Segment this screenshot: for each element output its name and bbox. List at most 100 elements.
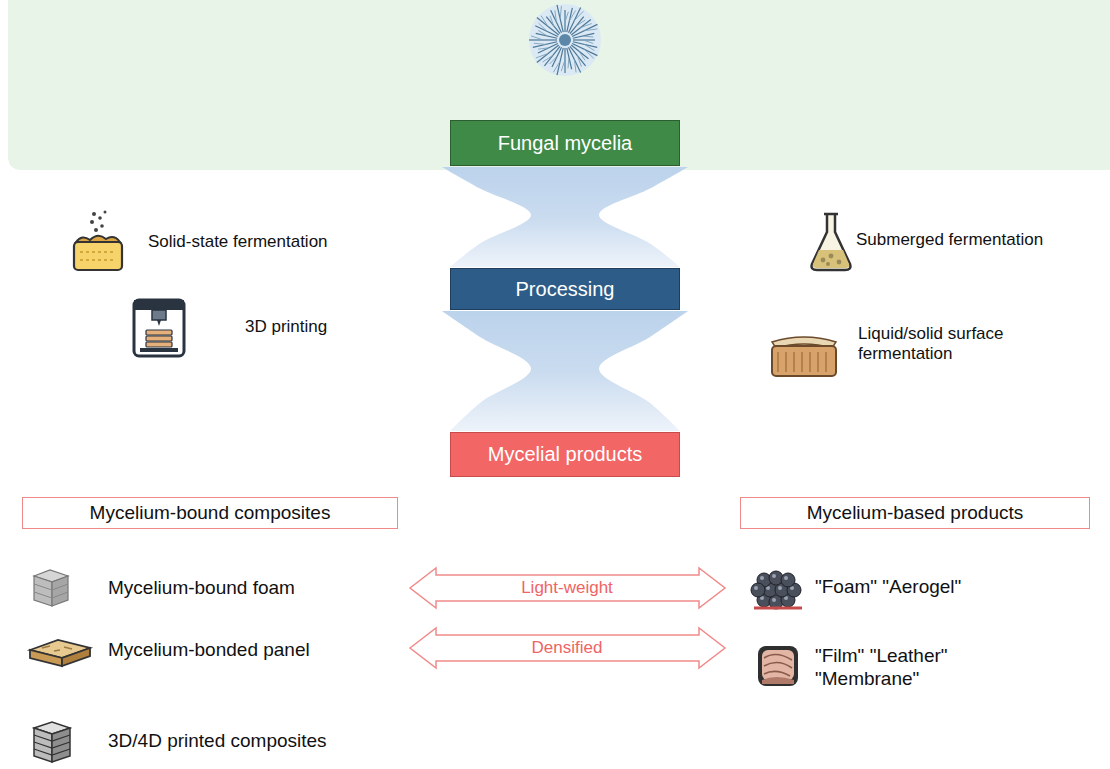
solid-state-icon — [94, 228, 98, 232]
source-box: Fungal mycelia — [450, 120, 680, 166]
foam-spheres-icon — [778, 586, 782, 590]
mycelia-icon — [536, 53, 548, 58]
top-band — [8, 0, 1110, 170]
mycelia-icon — [577, 55, 581, 66]
mycelia-icon — [560, 6, 561, 19]
box-label: Mycelium-bound composites — [90, 502, 331, 524]
foam-block-icon — [34, 584, 68, 598]
process-method: Solid-state fermentation — [148, 232, 328, 252]
mycelia-icon — [534, 43, 546, 44]
foam-block-icon — [34, 576, 52, 606]
mycelia-icon — [565, 12, 568, 22]
mycelia-icon — [574, 59, 576, 72]
flask-icon — [812, 214, 851, 270]
mycelia-icon — [537, 45, 559, 62]
product-label: "Film" "Leather" "Membrane" — [815, 645, 1005, 691]
category-box: Mycelium-bound composites — [22, 497, 398, 529]
foam-block-icon — [52, 576, 68, 606]
foam-spheres-icon — [751, 571, 802, 609]
box-label: Processing — [516, 278, 615, 301]
output-box: Mycelial products — [450, 432, 680, 477]
foam-spheres-icon — [754, 607, 802, 610]
double-arrow — [410, 628, 725, 668]
panel-icon — [42, 646, 72, 651]
printed-block-icon — [34, 722, 70, 762]
mycelia-icon — [551, 10, 562, 33]
solid-state-icon — [74, 242, 122, 270]
mycelia-icon — [583, 40, 593, 43]
printer-icon — [134, 300, 184, 356]
product-label: "Foam" "Aerogel" — [815, 576, 961, 599]
flask-icon — [837, 260, 842, 265]
solid-state-icon — [104, 211, 107, 214]
printer-icon — [134, 300, 184, 310]
foam-spheres-icon — [784, 576, 788, 580]
foam-spheres-icon — [772, 574, 776, 578]
foam-spheres-icon — [772, 598, 776, 602]
printer-icon — [146, 336, 172, 341]
mycelia-icon — [555, 10, 557, 22]
mycelia-icon — [559, 34, 571, 46]
solid-state-icon — [90, 220, 94, 224]
tray-icon — [778, 352, 826, 372]
funnel-connector — [442, 311, 688, 431]
printer-icon — [146, 330, 172, 335]
mycelia-icon — [529, 4, 601, 76]
leather-icon — [758, 646, 798, 686]
flask-icon — [813, 250, 849, 268]
process-method: Liquid/solid surface fermentation — [858, 324, 1030, 365]
solid-state-icon — [74, 211, 122, 271]
mycelia-icon — [568, 47, 580, 72]
process-method: Submerged fermentation — [856, 230, 1043, 250]
tray-icon — [772, 337, 836, 376]
panel-icon — [62, 648, 90, 666]
mycelia-icon — [584, 29, 597, 31]
printer-icon — [157, 320, 161, 326]
mycelia-icon — [583, 36, 594, 37]
flask-icon — [821, 258, 826, 263]
flask-icon — [826, 262, 830, 266]
product-label: Mycelium-bound foam — [108, 577, 295, 600]
solid-state-icon — [80, 252, 116, 260]
box-label: Fungal mycelia — [498, 132, 633, 155]
mycelia-icon — [573, 33, 594, 38]
leather-icon — [764, 654, 792, 676]
foam-block-icon — [34, 570, 68, 606]
leather-icon — [758, 646, 798, 686]
mycelia-icon — [567, 48, 572, 69]
panel-icon — [30, 650, 62, 666]
leather-icon — [762, 677, 794, 684]
mycelia-icon — [557, 5, 563, 32]
printer-icon — [134, 300, 184, 356]
solid-state-icon — [98, 216, 102, 220]
funnel-connector — [442, 167, 688, 267]
double-arrow — [410, 568, 725, 608]
solid-state-icon — [100, 224, 104, 228]
product-label: Mycelium-bonded panel — [108, 639, 310, 662]
arrow-label: Light-weight — [521, 578, 613, 598]
printer-icon — [152, 310, 166, 320]
mycelia-icon — [580, 24, 591, 28]
mycelia-icon — [568, 58, 569, 69]
mycelia-icon — [531, 36, 543, 40]
tray-icon — [772, 346, 836, 376]
box-label: Mycelial products — [488, 443, 643, 466]
mycelia-icon — [533, 42, 557, 48]
product-label: 3D/4D printed composites — [108, 730, 327, 753]
printed-block-icon — [34, 735, 70, 755]
mycelia-icon — [529, 4, 601, 76]
solid-state-icon — [92, 212, 96, 216]
mycelia-icon — [561, 60, 565, 71]
mycelia-icon — [538, 48, 549, 49]
leather-icon — [762, 650, 794, 680]
flask-icon — [812, 214, 851, 270]
flask-icon — [829, 254, 834, 259]
printer-icon — [140, 348, 178, 352]
box-label: Mycelium-based products — [807, 502, 1023, 524]
foam-spheres-icon — [760, 576, 764, 580]
foam-spheres-icon — [751, 583, 765, 597]
mycelia-icon — [572, 24, 597, 36]
category-box: Mycelium-based products — [740, 497, 1090, 529]
panel-icon — [30, 640, 90, 666]
